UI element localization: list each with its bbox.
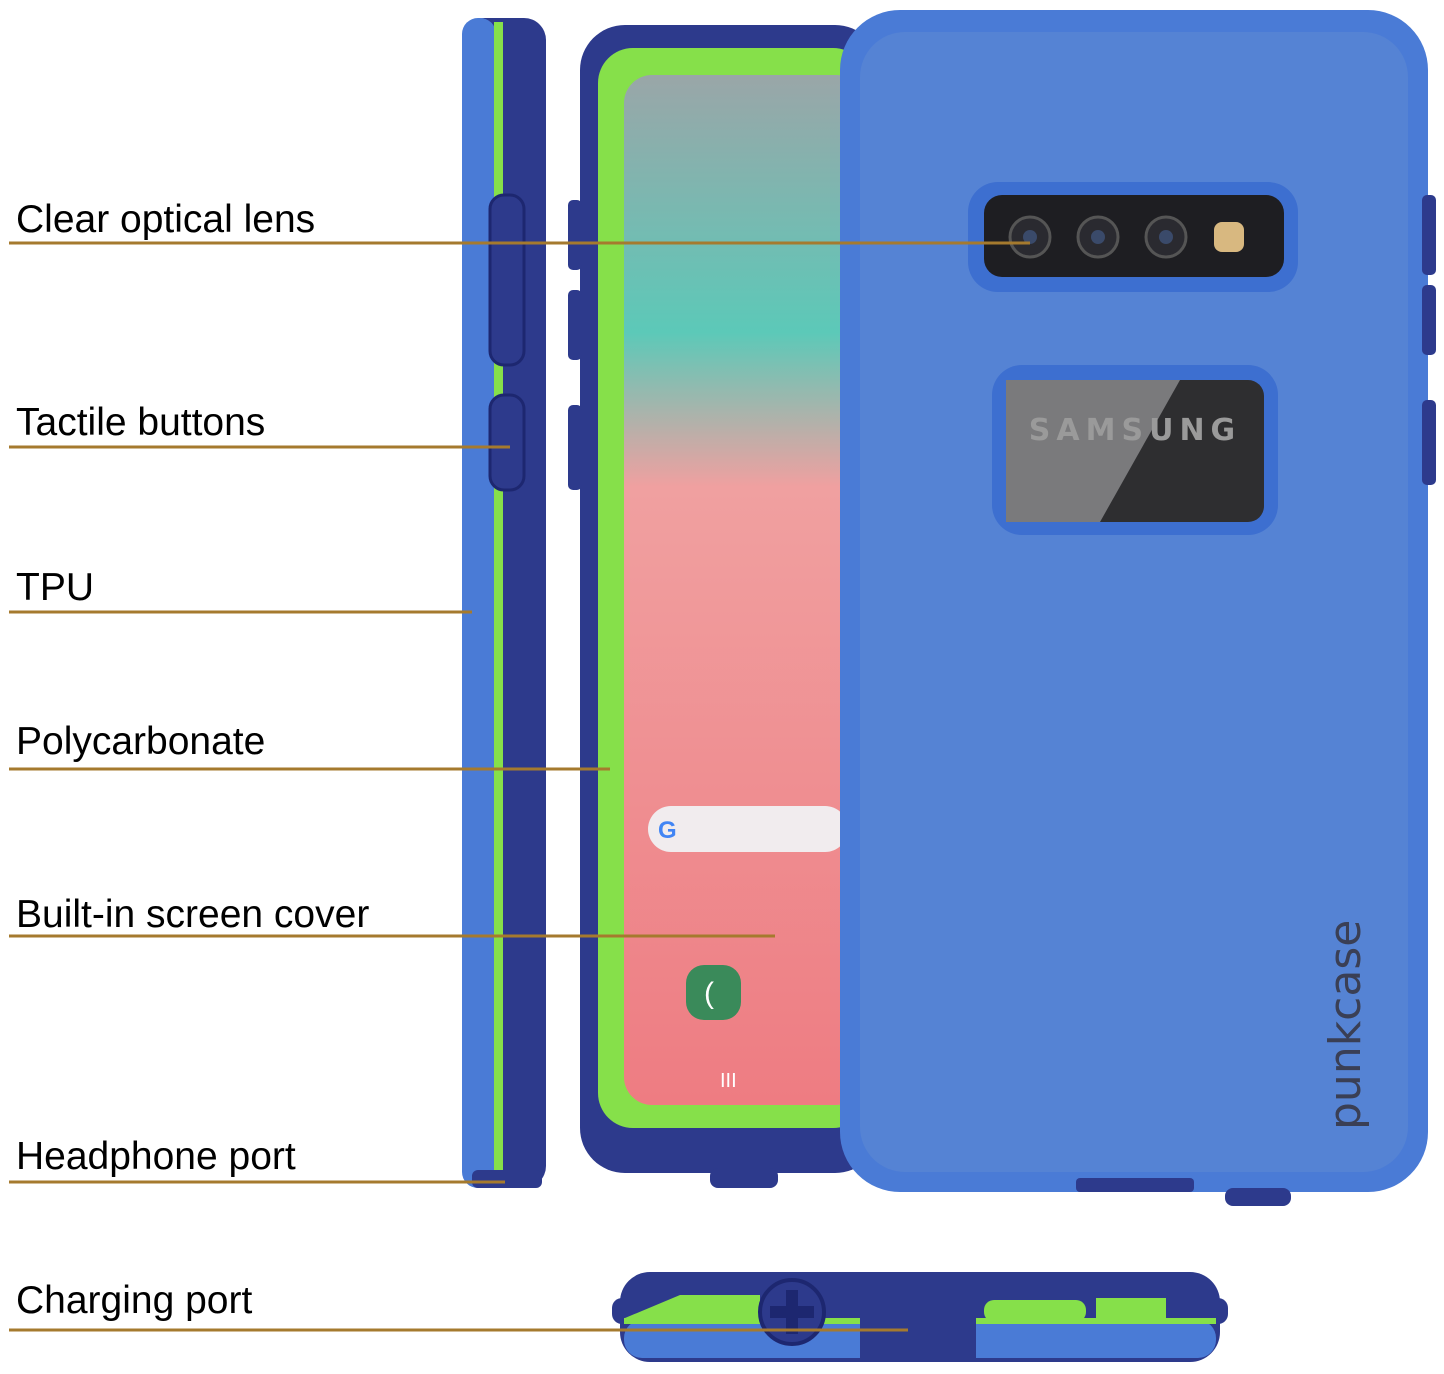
svg-text:(: (: [704, 977, 714, 1010]
bottom-view-case: [612, 1272, 1228, 1362]
leader-lines: [9, 241, 1030, 1332]
svg-text:G: G: [658, 817, 677, 844]
search-bar: [648, 806, 848, 852]
callout-charging-port: Charging port: [16, 1279, 253, 1322]
callout-built-in-screen-cover: Built-in screen cover: [16, 893, 370, 936]
svg-text:III: III: [720, 1070, 737, 1092]
callout-polycarbonate: Polycarbonate: [16, 720, 266, 763]
callout-clear-optical-lens: Clear optical lens: [16, 198, 316, 241]
punkcase-logo: punkcase: [1320, 920, 1371, 1130]
callout-tactile-buttons: Tactile buttons: [16, 401, 266, 444]
front-view-phone: G ( III: [568, 25, 880, 1188]
side-view-case: [462, 18, 546, 1188]
camera-module: [984, 195, 1284, 277]
callout-tpu: TPU: [16, 566, 94, 609]
power-button: [488, 393, 526, 492]
callout-headphone-port: Headphone port: [16, 1135, 296, 1178]
volume-button: [488, 193, 526, 367]
back-view-case: SAMSUNG punkcase: [840, 10, 1436, 1206]
phone-app-icon: [686, 965, 741, 1020]
samsung-wordmark: SAMSUNG: [1029, 413, 1241, 448]
